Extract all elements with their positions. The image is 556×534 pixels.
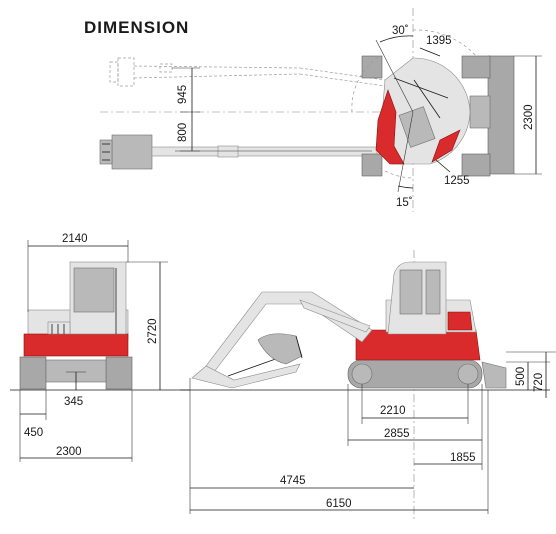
overall-width-label: 2300 bbox=[523, 104, 535, 130]
top-arm bbox=[151, 146, 378, 157]
track-length-label: 2855 bbox=[384, 428, 410, 440]
side-body-red bbox=[355, 329, 481, 361]
front-track-right bbox=[105, 356, 133, 390]
swing-right-angle-label: 15˚ bbox=[396, 197, 413, 209]
tail-swing-label: 1855 bbox=[450, 452, 476, 464]
side-view: 500 720 2210 2855 1855 4745 6150 bbox=[180, 250, 556, 520]
diagram-title: DIMENSION bbox=[84, 18, 190, 37]
ground-clearance-label: 345 bbox=[64, 396, 83, 408]
swing-left-angle-label: 30˚ bbox=[392, 25, 409, 37]
side-blade bbox=[481, 361, 507, 389]
offset-upper-label: 945 bbox=[177, 85, 189, 104]
side-bucket bbox=[257, 333, 303, 365]
blade-lift-label: 720 bbox=[533, 373, 545, 392]
overall-height-label: 2720 bbox=[147, 318, 159, 344]
front-radius-label: 1255 bbox=[444, 175, 470, 187]
track-width-label: 2300 bbox=[56, 446, 82, 458]
side-arm bbox=[191, 363, 301, 389]
top-track-left-rear bbox=[361, 153, 383, 177]
ghost-boom bbox=[109, 57, 386, 87]
blade-height-label: 500 bbox=[515, 367, 527, 386]
front-view: 2140 2720 345 450 2300 bbox=[10, 233, 190, 462]
front-body-red bbox=[23, 333, 129, 357]
top-bucket bbox=[111, 134, 153, 170]
overall-length-label: 6150 bbox=[326, 498, 352, 510]
top-track-left-front bbox=[361, 55, 383, 79]
front-track-left bbox=[19, 356, 47, 390]
shoe-width-label: 450 bbox=[24, 427, 43, 439]
straight-boom bbox=[99, 134, 378, 170]
top-view: 30˚ 1395 945 800 2300 1255 15˚ bbox=[99, 8, 542, 212]
tail-radius-label: 1395 bbox=[426, 35, 452, 47]
tumbler-distance-label: 2210 bbox=[380, 405, 406, 417]
boom-reach-label: 4745 bbox=[280, 475, 306, 487]
cab-width-label: 2140 bbox=[62, 233, 88, 245]
offset-lower-label: 800 bbox=[177, 123, 189, 142]
top-counterweight-red bbox=[375, 89, 405, 165]
swing-arc-left bbox=[351, 55, 381, 113]
top-track-right bbox=[487, 55, 515, 175]
